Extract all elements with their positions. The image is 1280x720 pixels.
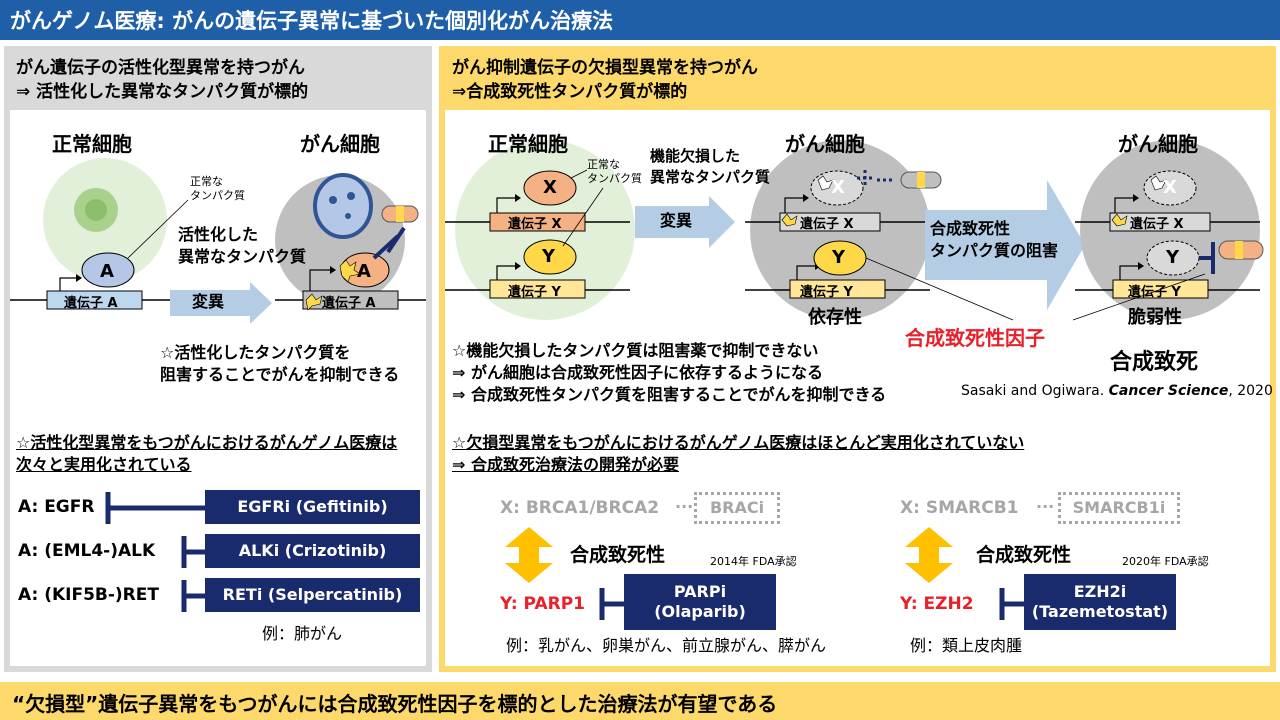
citation: Sasaki and Ogiwara. Cancer Science, 2020 [961,383,1273,399]
gene-a-normal: 遺伝子 A [64,296,118,311]
pair2-drug-generic: (Tazemetostat) [1031,602,1169,621]
gene-x-normal: 遺伝子 X [508,217,562,232]
pair2-dots: ··· [1036,497,1055,516]
right-mutation-label: 変異 [660,211,693,230]
pair2-x: X: SMARCB1 [900,498,1019,518]
pair2-example: 例：類上皮肉腫 [910,636,1023,655]
gene-a-cancer: 遺伝子 A [322,296,376,311]
gene-y-cancer1: 遺伝子 Y [800,285,853,300]
inhibit-label1: 合成致死性 [930,219,1011,238]
protein-x-cancer2: X [1163,177,1177,198]
inhibit-label2: タンパク質の阻害 [930,241,1059,260]
right-header-line1: がん抑制遺伝子の欠損型異常を持つがん [452,58,758,78]
pair1-example: 例：乳がん、卵巣がん、前立腺がん、膵がん [506,636,827,655]
drug-reti: RETi (Selpercatinib) [205,578,420,612]
left-mutation-label: 変異 [192,292,225,311]
target-alk: A: (EML4-)ALK [18,541,156,561]
pair1-drug: PARPi (Olaparib) [624,574,776,630]
pair1-xi: BRACi [694,492,780,524]
left-example: 例：肺がん [262,624,343,643]
pair2-rel: 合成致死性 [976,544,1072,566]
footer-bar [0,682,1280,720]
target-ret: A: (KIF5B-)RET [18,585,159,605]
target-egfr: A: EGFR [18,497,95,517]
left-cancer-cell-label: がん細胞 [300,132,380,156]
protein-x-normal: X [543,177,557,198]
pair1-x: X: BRCA1/BRCA2 [500,498,660,518]
normal-protein-note2: タンパク質 [190,189,245,202]
mutation-arrow [170,282,272,324]
left-header-line2: ⇒ 活性化した異常なタンパク質が標的 [16,82,309,102]
activated-label2: 異常なタンパク質 [178,247,307,266]
pair1-fda: 2014年 FDA承認 [710,555,797,568]
inhibit-arrow [925,180,1085,310]
left-header-line1: がん遺伝子の活性化型異常を持つがん [16,58,305,78]
pair1-drug-name: PARPi [673,582,727,601]
right-note1: ☆機能欠損したタンパク質は阻害薬で抑制できない [452,341,819,360]
gene-x-cancer1: 遺伝子 X [800,217,854,232]
pair1-rel: 合成致死性 [570,544,666,566]
sl-label: 合成致死 [1110,350,1199,375]
protein-y-cancer1: Y [832,247,846,268]
lof-label1: 機能欠損した [650,147,741,165]
page-title: がんゲノム医療: がんの遺伝子異常に基づいた個別化がん治療法 [10,9,614,33]
right-note4: ☆欠損型異常をもつがんにおけるがんゲノム医療はほとんど実用化されていない [452,433,1025,452]
drug-egfri: EGFRi (Gefitinib) [205,490,420,524]
right-note3: ⇒ 合成致死性タンパク質を阻害することでがんを抑制できる [452,385,887,404]
right-protein-note1: 正常な [587,158,620,171]
pair2-y: Y: EZH2 [900,594,974,614]
pair2-drug-name: EZH2i [1073,582,1127,601]
protein-a-normal: A [100,261,114,282]
right-header-line2: ⇒合成致死性タンパク質が標的 [452,82,688,102]
pair2-drug: EZH2i (Tazemetostat) [1024,574,1176,630]
right-note2: ⇒ がん細胞は合成致死性因子に依存するようになる [452,363,823,382]
pair2-inhibit [999,588,1026,620]
normal-protein-note1: 正常な [190,175,223,188]
inhibit-lines [105,492,208,612]
pair1-inhibit [599,588,626,620]
pair2-double-arrow [905,527,953,583]
right-note5: ⇒ 合成致死治療法の開発が必要 [452,455,679,474]
drug-alki: ALKi (Crizotinib) [205,534,420,568]
dependent-label: 依存性 [808,307,862,328]
gene-y-normal: 遺伝子 Y [508,285,561,300]
left-normal-cell-label: 正常細胞 [52,132,132,156]
protein-y-cancer2: Y [1166,247,1180,268]
pair2-fda: 2020年 FDA承認 [1122,555,1209,568]
title-bar [0,0,1280,40]
left-note2: 阻害することでがんを抑制できる [160,365,400,384]
right-cancer-cell1-label: がん細胞 [785,132,865,156]
protein-x-cancer1: X [831,177,845,198]
left-diagram [10,158,426,324]
pair1-dots: ··· [675,497,694,516]
gene-y-cancer2: 遺伝子 Y [1128,285,1181,300]
vulnerable-label: 脆弱性 [1128,307,1182,328]
protein-a-cancer: A [357,261,371,282]
pair1-double-arrow [505,527,553,583]
gene-x-cancer2: 遺伝子 X [1130,217,1184,232]
activated-label1: 活性化した [178,225,259,244]
left-note4: 次々と実用化されている [16,455,192,474]
right-protein-note2: タンパク質 [587,172,642,185]
pair2-xi: SMARCB1i [1058,492,1180,524]
right-diagram [445,140,1264,321]
lof-label2: 異常なタンパク質 [650,168,771,186]
pair1-drug-generic: (Olaparib) [654,602,746,621]
right-normal-cell-label: 正常細胞 [488,132,568,156]
left-note3: ☆活性化型異常をもつがんにおけるがんゲノム医療は [16,433,398,452]
right-cancer-cell2-label: がん細胞 [1118,132,1198,156]
pair1-y: Y: PARP1 [500,594,585,614]
left-note1: ☆活性化したタンパク質を [160,343,351,362]
footer-text: “欠損型”遺伝子異常をもつがんには合成致死性因子を標的とした治療法が有望である [12,692,778,716]
protein-y-normal: Y [542,246,556,267]
sl-factor-label: 合成致死性因子 [905,326,1045,350]
right-mutation-arrow [635,196,735,248]
